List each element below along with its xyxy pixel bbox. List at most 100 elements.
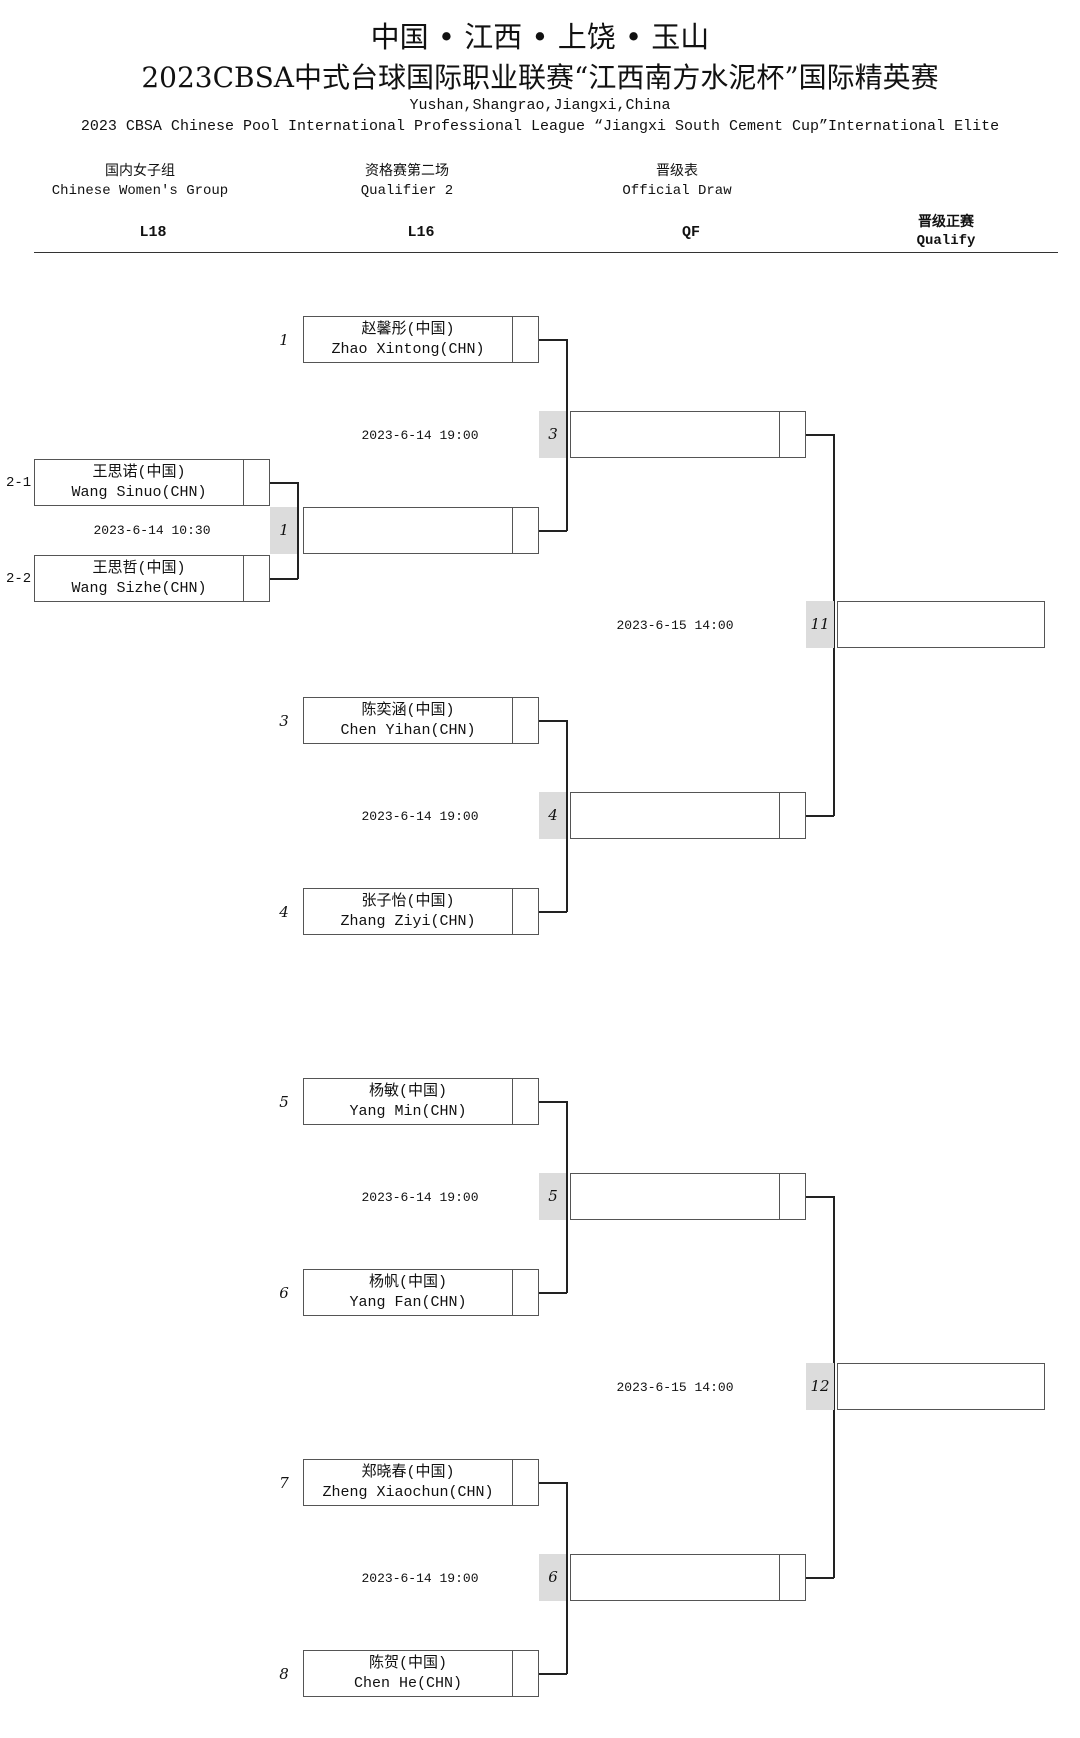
round-qualify: 晋级正赛 Qualify (866, 214, 1026, 250)
bracket-line (566, 720, 568, 912)
player-name-cn: 陈奕涵(中国) (361, 702, 455, 719)
match-time: 2023-6-14 10:30 (93, 523, 211, 538)
match-time: 2023-6-14 19:00 (361, 428, 479, 443)
group-header: 国内女子组 Chinese Women's Group (40, 163, 240, 201)
player-name: 王思哲(中国) Wang Sizhe(CHN) (35, 559, 243, 599)
score-box (512, 508, 513, 553)
match-time: 2023-6-14 19:00 (361, 1190, 479, 1205)
player-name-en: Wang Sinuo(CHN) (71, 484, 207, 501)
round-l18: L18 (139, 224, 167, 241)
bracket-line (566, 339, 568, 531)
player-name-cn: 郑晓春(中国) (361, 1464, 455, 1481)
player-name: 陈贺(中国) Chen He(CHN) (304, 1654, 512, 1694)
bracket-line (806, 434, 834, 436)
qualify-en: Qualify (916, 233, 976, 249)
stage-en: Qualifier 2 (360, 183, 454, 199)
player-name-en: Zhang Ziyi(CHN) (340, 913, 476, 930)
score-box (512, 1270, 513, 1315)
player-name-en: Wang Sizhe(CHN) (71, 580, 207, 597)
score-box (779, 1555, 780, 1600)
seed-number: 8 (279, 1665, 289, 1683)
group-cn: 国内女子组 (105, 164, 175, 180)
title-location-en: Yushan,Shangrao,Jiangxi,China (409, 97, 671, 114)
player-name-cn: 王思哲(中国) (92, 560, 186, 577)
group-en: Chinese Women's Group (51, 183, 229, 199)
bracket-line (539, 1292, 567, 1294)
bracket-line (806, 1196, 834, 1198)
draw-header: 晋级表 Official Draw (577, 163, 777, 201)
draw-en: Official Draw (622, 183, 732, 199)
player-name-en: Zhao Xintong(CHN) (331, 341, 485, 358)
bracket-line (270, 578, 298, 580)
seed-number: 5 (279, 1093, 289, 1111)
bracket-line (539, 1673, 567, 1675)
bracket-line (539, 1482, 567, 1484)
stage-header: 资格赛第二场 Qualifier 2 (307, 163, 507, 201)
player-slot: 陈贺(中国) Chen He(CHN) (303, 1650, 539, 1697)
match-time: 2023-6-15 14:00 (616, 1380, 734, 1395)
stage-cn: 资格赛第二场 (365, 164, 449, 180)
score-box (512, 698, 513, 743)
bracket-line (539, 339, 567, 341)
player-name-cn: 赵馨彤(中国) (361, 321, 455, 338)
round-qf: QF (681, 224, 700, 241)
seed-label: 2-1 (6, 475, 32, 491)
match-number: 1 (270, 507, 298, 554)
round-l16: L16 (407, 224, 435, 241)
match-time: 2023-6-14 19:00 (361, 809, 479, 824)
player-name-cn: 陈贺(中国) (368, 1655, 447, 1672)
match-time: 2023-6-15 14:00 (616, 618, 734, 633)
player-name-en: Zheng Xiaochun(CHN) (322, 1484, 494, 1501)
bracket-line (539, 720, 567, 722)
bracket-line (566, 1101, 568, 1293)
score-box (243, 460, 244, 505)
player-slot: 赵馨彤(中国) Zhao Xintong(CHN) (303, 316, 539, 363)
score-box (779, 793, 780, 838)
seed-number: 4 (279, 903, 289, 921)
player-name-cn: 杨敏(中国) (368, 1083, 447, 1100)
player-name-cn: 张子怡(中国) (361, 893, 455, 910)
player-name: 郑晓春(中国) Zheng Xiaochun(CHN) (304, 1463, 512, 1503)
score-box (779, 412, 780, 457)
player-slot: 张子怡(中国) Zhang Ziyi(CHN) (303, 888, 539, 935)
seed-number: 3 (279, 712, 289, 730)
player-slot: 陈奕涵(中国) Chen Yihan(CHN) (303, 697, 539, 744)
empty-slot (570, 1554, 806, 1601)
player-name: 赵馨彤(中国) Zhao Xintong(CHN) (304, 320, 512, 360)
bracket-line (539, 530, 567, 532)
title-event-cn: 2023CBSA中式台球国际职业联赛“江西南方水泥杯”国际精英赛 (141, 61, 939, 94)
qualifier-slot (837, 601, 1045, 648)
score-box (512, 1651, 513, 1696)
match-number: 5 (539, 1173, 567, 1220)
empty-slot (570, 1173, 806, 1220)
seed-label: 2-2 (6, 571, 32, 587)
match-number: 12 (806, 1363, 834, 1410)
player-slot: 杨敏(中国) Yang Min(CHN) (303, 1078, 539, 1125)
score-box (243, 556, 244, 601)
match-number: 11 (806, 601, 834, 648)
player-slot: 王思诺(中国) Wang Sinuo(CHN) (34, 459, 270, 506)
qualify-cn: 晋级正赛 (918, 215, 974, 231)
score-box (779, 1174, 780, 1219)
title-event-en: 2023 CBSA Chinese Pool International Pro… (80, 118, 1000, 135)
bracket-line (806, 1577, 834, 1579)
score-box (512, 317, 513, 362)
match-number: 4 (539, 792, 567, 839)
header-divider (34, 252, 1058, 253)
score-box (512, 889, 513, 934)
bracket-line (539, 1101, 567, 1103)
seed-number: 1 (279, 331, 289, 349)
player-name-en: Yang Min(CHN) (349, 1103, 467, 1120)
player-name: 张子怡(中国) Zhang Ziyi(CHN) (304, 892, 512, 932)
empty-slot (570, 792, 806, 839)
bracket-line (539, 911, 567, 913)
title-location: 中国 • 江西 • 上饶 • 玉山 (370, 20, 710, 54)
seed-number: 7 (279, 1474, 289, 1492)
player-name-cn: 王思诺(中国) (92, 464, 186, 481)
seed-number: 6 (279, 1284, 289, 1302)
qualifier-slot (837, 1363, 1045, 1410)
draw-cn: 晋级表 (656, 164, 698, 180)
player-name-cn: 杨帆(中国) (368, 1274, 447, 1291)
player-slot: 杨帆(中国) Yang Fan(CHN) (303, 1269, 539, 1316)
score-box (512, 1460, 513, 1505)
